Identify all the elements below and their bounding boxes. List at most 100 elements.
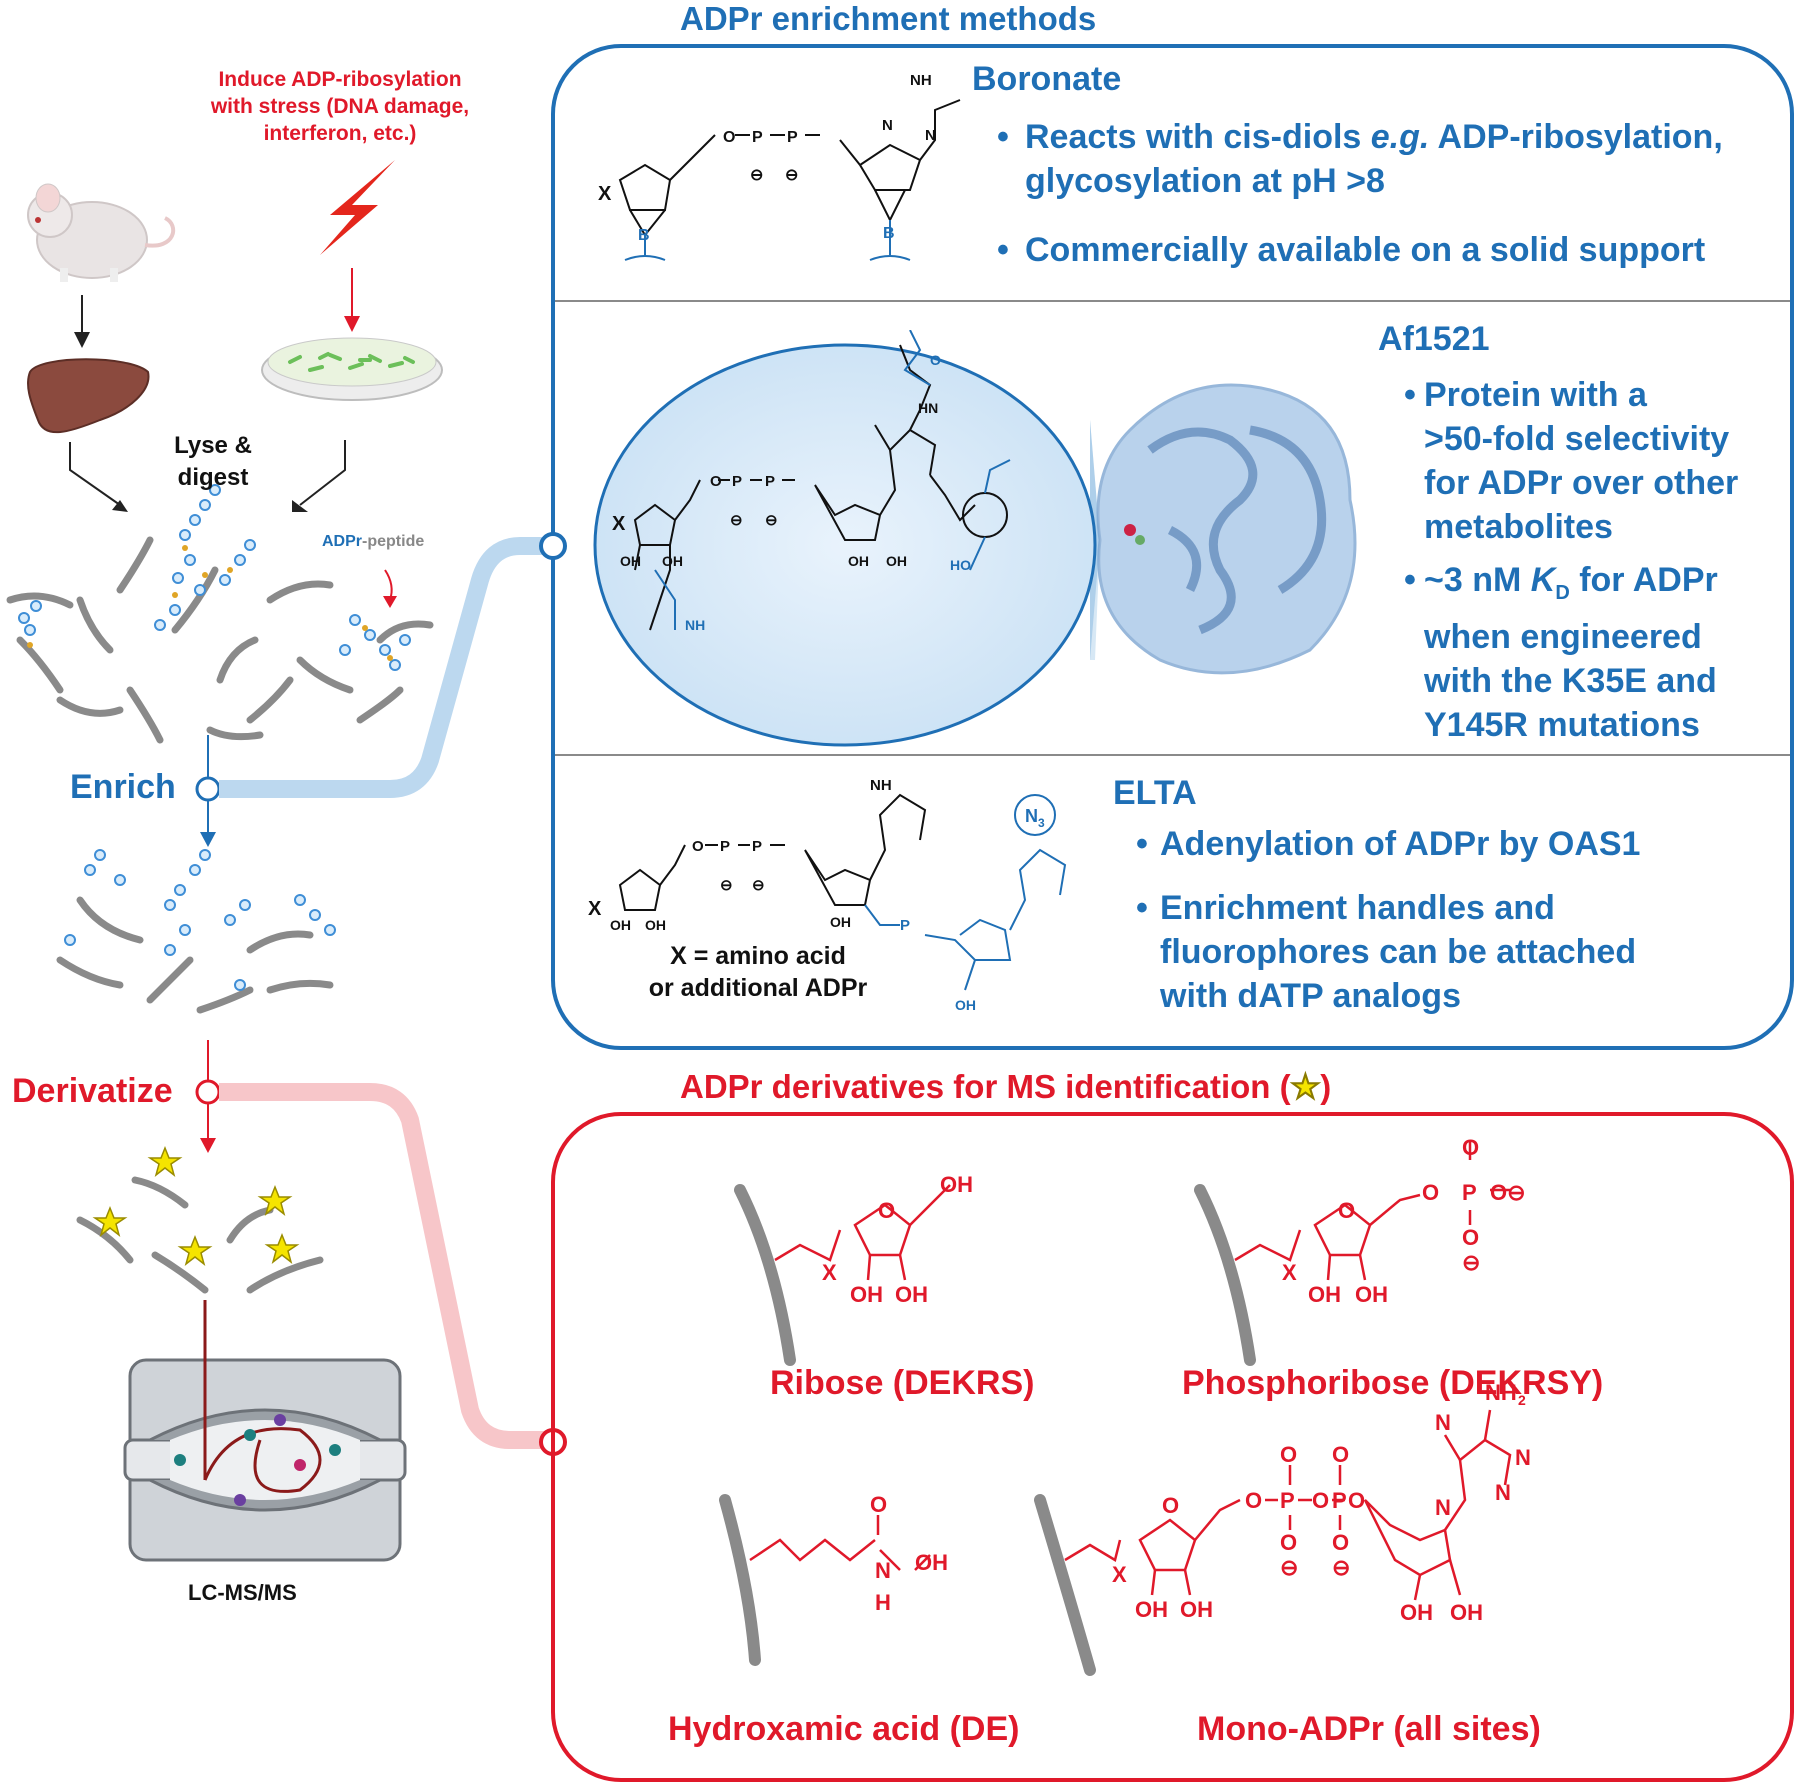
boronate-heading: Boronate (972, 60, 1122, 98)
protein-structure (1096, 383, 1357, 675)
svg-text:⊖: ⊖ (1462, 1250, 1480, 1275)
svg-text:P: P (1332, 1488, 1347, 1513)
svg-text:OH: OH (1308, 1282, 1341, 1307)
svg-text:OH: OH (848, 553, 869, 569)
svg-text:NH: NH (685, 617, 705, 633)
star-icon (92, 1145, 300, 1266)
mouse-icon (27, 183, 176, 282)
svg-text:X: X (1282, 1260, 1297, 1285)
derivatize-label: Derivatize (12, 1072, 173, 1110)
svg-text:O: O (1245, 1488, 1262, 1513)
af1521-bullet-1: •Protein with a >50-fold selectivity for… (1404, 376, 1739, 546)
svg-text:⊖: ⊖ (720, 877, 733, 894)
divider (555, 754, 1790, 756)
svg-text:O: O (878, 1198, 895, 1223)
svg-text:OH: OH (915, 1550, 948, 1575)
svg-text:O: O (692, 838, 704, 855)
svg-text:B: B (883, 225, 895, 242)
svg-text:O: O (1162, 1493, 1179, 1518)
af1521-heading: Af1521 (1378, 320, 1490, 358)
svg-text:N: N (1435, 1410, 1451, 1435)
svg-text:OH: OH (895, 1282, 928, 1307)
svg-text:2: 2 (1518, 1392, 1526, 1408)
elta-bullet-2: •Enrichment handles and fluorophores can… (1136, 889, 1637, 1015)
enrichment-node (539, 532, 567, 560)
svg-text:P: P (752, 838, 762, 855)
svg-text:HO: HO (950, 557, 971, 573)
svg-text:H: H (875, 1590, 891, 1615)
svg-text:X: X (588, 898, 602, 920)
af1521-bullet-2: •~3 nM KD for ADPr when engineered with … (1404, 561, 1718, 744)
lyse-digest-label: Lyse & digest (174, 432, 252, 491)
svg-text:OH: OH (662, 553, 683, 569)
liver-icon (27, 358, 150, 434)
svg-text:X: X (822, 1260, 837, 1285)
svg-text:OH: OH (850, 1282, 883, 1307)
svg-text:N: N (1025, 806, 1038, 826)
svg-text:OH: OH (645, 917, 666, 933)
svg-text:O: O (710, 473, 722, 490)
svg-text:⊖: ⊖ (765, 512, 778, 529)
svg-text:X: X (598, 183, 612, 205)
svg-text:O: O (723, 129, 735, 146)
boronate-bullet-2: •Commercially available on a solid suppo… (997, 231, 1706, 269)
svg-text:OH: OH (955, 997, 976, 1013)
svg-text:⊖: ⊖ (785, 167, 798, 184)
svg-text:OH: OH (1135, 1597, 1168, 1622)
svg-text:B: B (638, 227, 650, 244)
enrichment-title: ADPr enrichment methods (680, 0, 1097, 37)
svg-text:OH: OH (620, 553, 641, 569)
svg-text:OH: OH (886, 553, 907, 569)
svg-text:3: 3 (1038, 816, 1045, 830)
svg-text:OH: OH (1400, 1600, 1433, 1625)
adpr-peptide-label: ADPr-peptide (322, 533, 425, 550)
svg-text:P: P (765, 473, 775, 490)
adpr-glycans (18, 484, 411, 671)
svg-text:O: O (1462, 1135, 1479, 1160)
svg-text:OH: OH (1180, 1597, 1213, 1622)
derivative-structures: X O OH OH OH X O OH OH O P O O O⊖ ⊖ O N … (719, 1135, 1531, 1676)
svg-text:⊖: ⊖ (1280, 1555, 1298, 1580)
divider (555, 300, 1790, 302)
cell-dish-icon (261, 337, 443, 401)
svg-text:N: N (1515, 1445, 1531, 1470)
svg-text:⊖: ⊖ (730, 512, 743, 529)
svg-text:O: O (930, 352, 941, 368)
svg-text:N: N (1435, 1495, 1451, 1520)
svg-text:P: P (787, 129, 798, 146)
svg-text:O: O (1312, 1488, 1329, 1513)
elta-structure: X OH OH O P P ⊖ ⊖ NH OH P OH N 3 (588, 777, 1067, 1013)
svg-text:O: O (1280, 1442, 1297, 1467)
svg-text:N: N (882, 117, 893, 134)
svg-text:OH: OH (610, 917, 631, 933)
svg-text:P: P (720, 838, 730, 855)
boronate-structure: X B B O P P ⊖ ⊖ NH N N (598, 72, 961, 261)
svg-text:X: X (612, 513, 626, 535)
svg-text:P: P (1462, 1180, 1477, 1205)
svg-text:NH: NH (870, 777, 892, 794)
elta-x-definition: X = amino acid or additional ADPr (648, 942, 868, 1002)
svg-text:NH: NH (1485, 1380, 1517, 1405)
peptide-mixture (6, 536, 434, 744)
enrich-label: Enrich (70, 768, 176, 806)
svg-text:P: P (752, 129, 763, 146)
svg-text:O: O (1332, 1442, 1349, 1467)
hydroxamic-label: Hydroxamic acid (DE) (668, 1710, 1020, 1748)
svg-text:HN: HN (918, 400, 938, 416)
phosphoribose-label: Phosphoribose (DEKRSY) (1182, 1364, 1604, 1402)
svg-text:OH: OH (830, 914, 851, 930)
derivatives-title: ADPr derivatives for MS identification (… (680, 1068, 1332, 1106)
svg-text:O: O (1280, 1530, 1297, 1555)
boronate-bullet-1: •Reacts with cis-diols e.g. ADP-ribosyla… (997, 118, 1723, 200)
svg-text:N: N (925, 127, 936, 144)
mono-adpr-label: Mono-ADPr (all sites) (1197, 1710, 1541, 1748)
workflow-graphics (6, 160, 545, 1562)
lcms-label: LC-MS/MS (188, 1580, 297, 1605)
svg-text:P: P (732, 473, 742, 490)
svg-text:P: P (1280, 1488, 1295, 1513)
svg-text:O: O (870, 1492, 887, 1517)
svg-text:NH: NH (910, 72, 932, 89)
lightning-icon (320, 160, 395, 255)
svg-text:⊖: ⊖ (1332, 1555, 1350, 1580)
svg-text:O: O (1348, 1488, 1365, 1513)
